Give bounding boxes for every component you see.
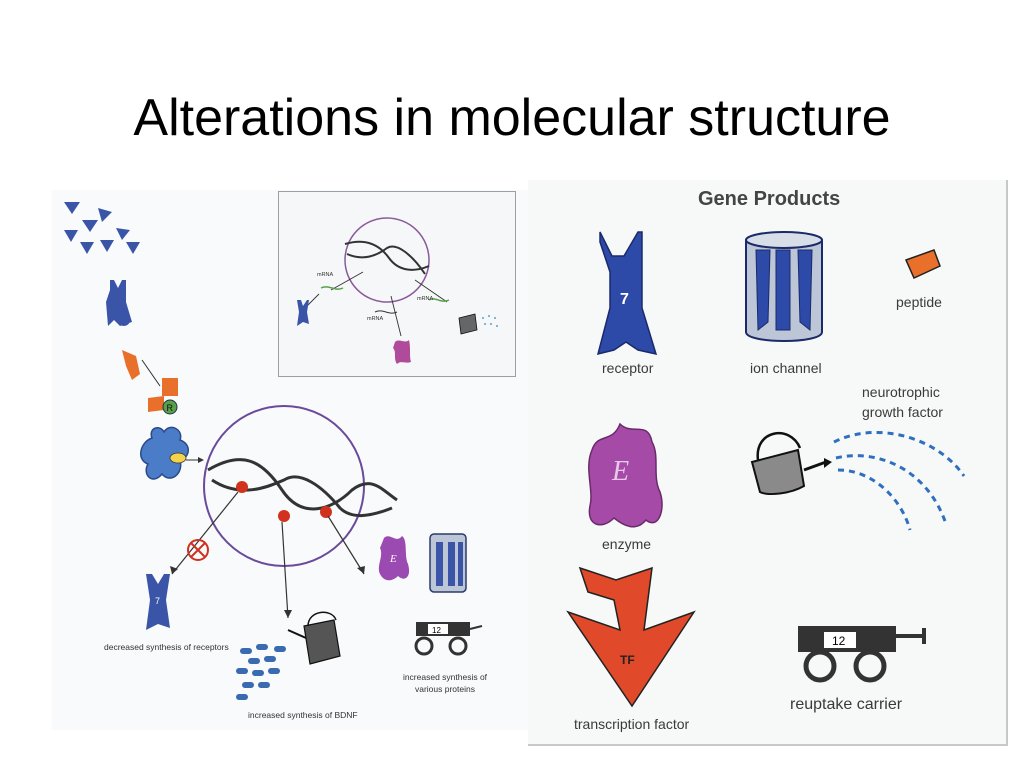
enzyme-icon: E <box>588 422 663 528</box>
peptide-icon <box>122 350 161 387</box>
ion-channel-icon-left <box>429 533 467 593</box>
decreased-receptor-icon: 7 <box>146 574 170 630</box>
spray-dashes <box>833 430 966 531</box>
reuptake-carrier-icon-left: 12 <box>414 622 483 656</box>
increased-proteins-label-2: various proteins <box>414 684 475 694</box>
enzyme-letter: E <box>611 456 629 487</box>
reuptake-carrier-icon: 12 <box>798 626 926 683</box>
mrna-label-middle: mRNA <box>367 316 384 322</box>
watering-can-icon <box>287 611 341 665</box>
transcription-factor-label: transcription factor <box>574 716 690 732</box>
receptor-number: 7 <box>620 291 629 308</box>
reuptake-carrier-label: reuptake carrier <box>790 696 903 713</box>
mrna-label-right: mRNA <box>417 296 434 302</box>
signaling-cell-icon <box>140 426 204 480</box>
growth-factor-label: growth factor <box>862 404 943 420</box>
inset-transcription-panel: mRNA mRNA mRNA <box>278 191 516 377</box>
gene-products-svg: 7 E <box>566 231 966 708</box>
peptide-icon <box>904 249 941 279</box>
decreased-receptors-label: decreased synthesis of receptors <box>104 642 229 652</box>
left-carrier-number: 12 <box>432 626 441 635</box>
inhibition-icon <box>187 539 209 561</box>
pathway-diagram-svg: R <box>64 202 483 700</box>
ligand-cluster-icon <box>64 202 140 254</box>
transcription-factor-icon: TF <box>566 566 696 708</box>
receptor-icon: 7 <box>596 231 658 356</box>
receptor-label: receptor <box>602 360 654 376</box>
nucleus-circle <box>203 405 398 567</box>
neurotrophic-label: neurotrophic <box>862 384 940 400</box>
tf-letters: TF <box>620 653 635 667</box>
r-label: R <box>167 403 174 413</box>
mrna-label-left: mRNA <box>317 272 334 278</box>
ion-channel-icon <box>745 231 823 342</box>
left-receptor-number: 7 <box>155 596 160 606</box>
r-receptor-icon: R <box>148 378 178 415</box>
carrier-number: 12 <box>832 634 846 648</box>
watering-can-icon <box>750 431 832 495</box>
enzyme-icon-left: E <box>378 536 410 581</box>
inset-diagram-svg <box>297 217 498 364</box>
membrane-receptor-icon <box>106 280 132 326</box>
peptide-label: peptide <box>896 294 942 310</box>
enzyme-label: enzyme <box>602 536 652 552</box>
increased-proteins-label-1: increased synthesis of <box>402 672 488 682</box>
gene-products-panel: Gene Products 7 E <box>528 180 1008 746</box>
increased-bdnf-label: increased synthesis of BDNF <box>248 710 358 720</box>
bdnf-pills-icon <box>236 644 286 700</box>
left-enzyme-letter: E <box>389 553 397 565</box>
expression-arrows <box>171 491 365 619</box>
page-title: Alterations in molecular structure <box>133 89 891 147</box>
gene-products-heading: Gene Products <box>698 188 841 210</box>
ion-channel-label: ion channel <box>750 360 822 376</box>
